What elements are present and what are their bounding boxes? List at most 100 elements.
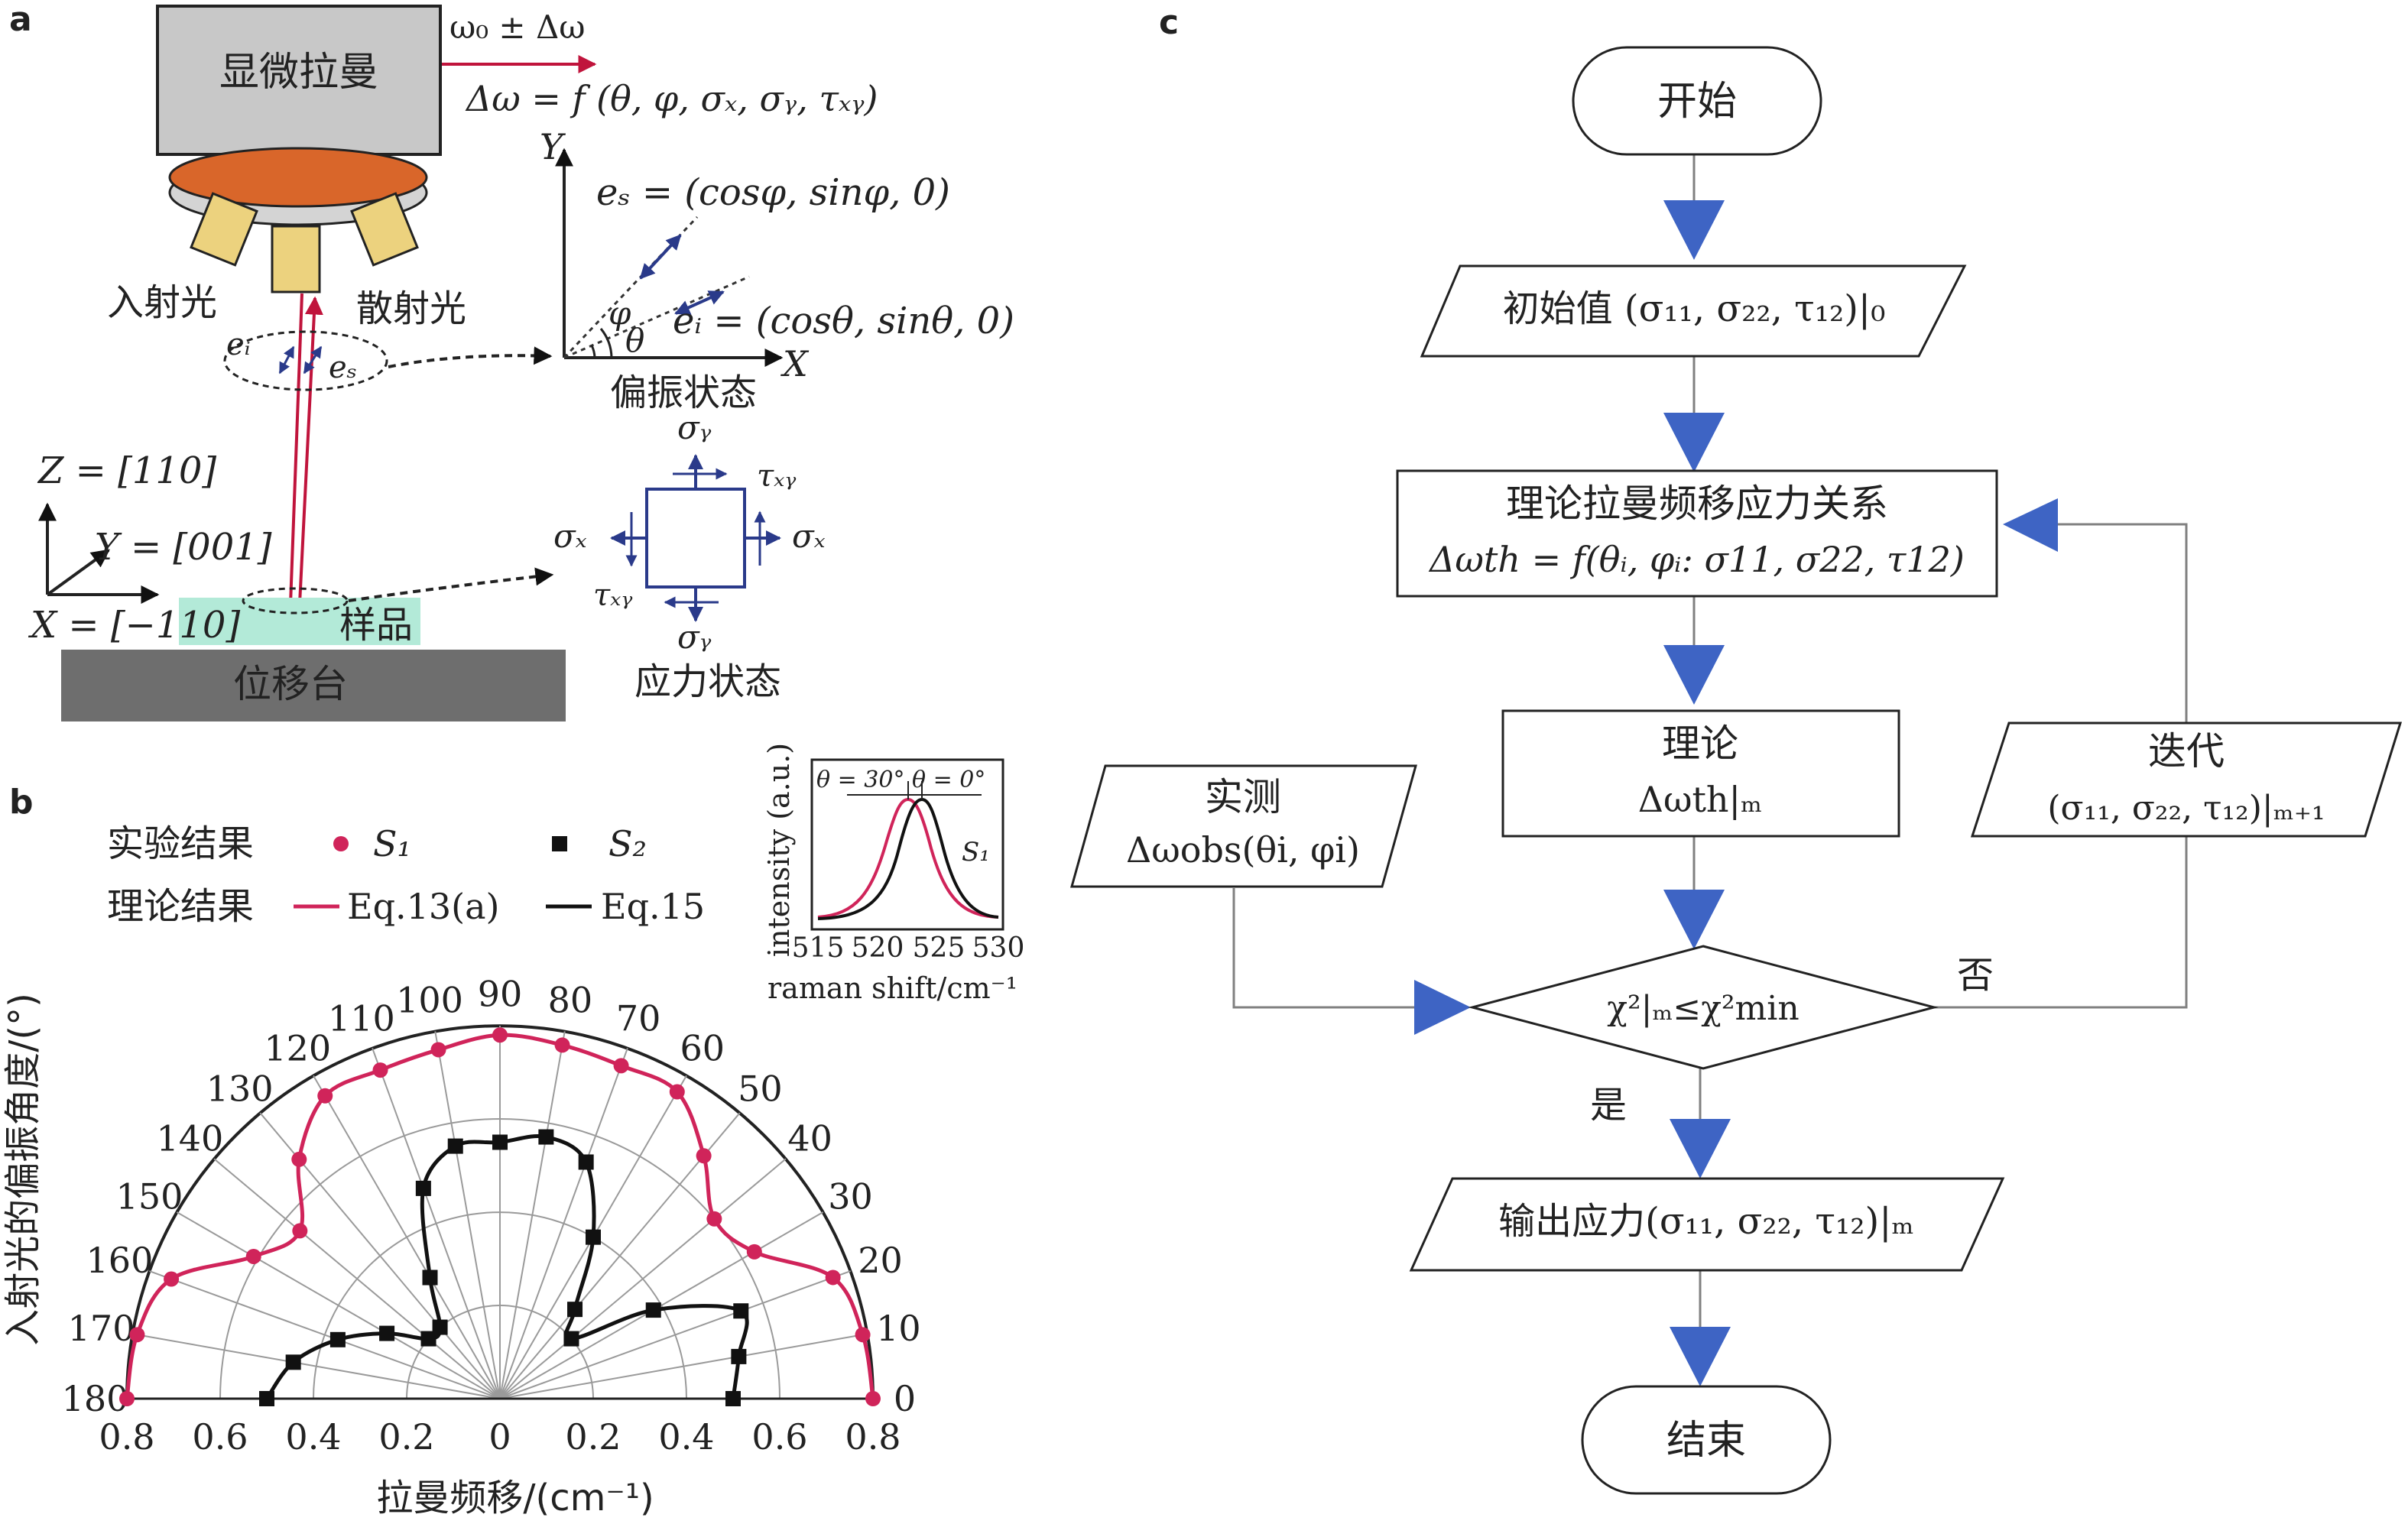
polar-angle-label-110: 110 (328, 997, 395, 1039)
series-1-point (372, 1062, 388, 1078)
flow-theory-title: 理论 (1662, 721, 1738, 766)
series-2-point (379, 1325, 395, 1341)
polar-angle-label-50: 50 (738, 1068, 783, 1109)
polar-ylabel: 入射光的偏振角度/(°) (2, 993, 44, 1346)
polar-radial-label-0: 0.8 (99, 1416, 154, 1458)
flow-measured-title: 实测 (1205, 775, 1281, 819)
scattered-label: 散射光 (356, 287, 466, 330)
series-2-point (731, 1348, 747, 1364)
flow-measured-val: Δωobs(θi, φi) (1126, 829, 1360, 871)
flow-init (1420, 264, 1967, 358)
polar-angle-label-140: 140 (156, 1118, 223, 1159)
phi-label: φ (608, 294, 631, 332)
inset-tick-515: 515 (792, 932, 845, 964)
laser-right (350, 192, 419, 267)
polar-radial-label-2: 0.4 (285, 1416, 341, 1458)
polar-spoke-110 (372, 1048, 501, 1399)
series-2-point (447, 1138, 463, 1154)
series-2-point (645, 1302, 661, 1318)
focus-ellipse (242, 587, 349, 614)
freq-label: ω₀ ± Δω (449, 8, 586, 46)
polar-angle-label-120: 120 (264, 1027, 331, 1068)
inset-tick-530: 530 (972, 932, 1025, 964)
polar-spoke-30 (499, 1211, 824, 1399)
polar-angle-labels: 0102030405060708090100110120130140150160… (62, 974, 921, 1419)
flow-iterate-val: (σ₁₁, σ₂₂, τ₁₂)|ₘ₊₁ (2047, 789, 2325, 828)
flow-iterate (1970, 721, 2403, 838)
coord-y-axis (46, 549, 110, 596)
polar-angle-label-80: 80 (548, 980, 593, 1021)
ei-direction-line (563, 275, 750, 359)
series-1-point (825, 1269, 841, 1286)
polar-spoke-150 (176, 1211, 501, 1399)
polar-angle-label-10: 10 (876, 1308, 921, 1349)
sample-label: 样品 (339, 604, 413, 647)
objective-ring-top (168, 147, 428, 208)
polar-spoke-160 (149, 1270, 501, 1399)
series-1-point (292, 1223, 308, 1239)
sample-highlight (179, 598, 420, 645)
panel-c: c 开始 初始值 (σ₁₁, σ₂₂, (1070, 3, 2403, 1495)
series-1-point (119, 1391, 135, 1406)
es-arrow-small (303, 345, 323, 375)
laser-center (271, 225, 321, 293)
dashed-link-lower (348, 567, 554, 602)
polar-angle-label-30: 30 (828, 1175, 873, 1217)
legend-s2-marker (552, 836, 567, 851)
ei-vector (674, 290, 725, 315)
polar-angle-label-20: 20 (858, 1240, 903, 1281)
flow-output-label: 输出应力(σ₁₁, σ₂₂, τ₁₂)|ₘ (1498, 1200, 1914, 1243)
inset-chart: θ = 30° θ = 0° S₁ 515 520 525 530 raman … (762, 743, 1024, 1005)
flow-theory (1501, 709, 1900, 838)
tau-xy-bottom: τₓᵧ (593, 578, 632, 613)
flow-output (1409, 1177, 2005, 1272)
series-1-point (164, 1271, 180, 1287)
flow-theory-val: Δωth|ₘ (1638, 779, 1763, 820)
ei-equation: eᵢ = (cosθ, sinθ, 0) (673, 300, 1014, 342)
flow-start-label: 开始 (1657, 79, 1737, 125)
series-2-point (578, 1154, 594, 1170)
flow-no-label: 否 (1957, 954, 1994, 997)
stage-label: 位移台 (233, 662, 348, 706)
series-2-point (259, 1391, 274, 1406)
polar-xlabel: 拉曼频移/(cm⁻¹) (376, 1477, 654, 1519)
series-2-point (725, 1391, 741, 1406)
incident-beam (289, 293, 303, 605)
polar-spoke-120 (313, 1075, 501, 1399)
polar-spoke-100 (434, 1031, 501, 1399)
polar-radial-label-7: 0.6 (751, 1416, 807, 1458)
series-2-point (567, 1302, 583, 1318)
series-2-point (420, 1331, 436, 1347)
inset-tick-520: 520 (852, 932, 904, 964)
polar-spoke-80 (499, 1031, 566, 1399)
polar-radial-label-5: 0.2 (565, 1416, 621, 1458)
flow-relation (1396, 469, 1998, 598)
polar-spoke-70 (499, 1048, 628, 1399)
axis-y-label: Y (540, 126, 566, 167)
series-1-point (613, 1058, 629, 1074)
polar-angle-label-160: 160 (86, 1240, 154, 1281)
series-1-point (291, 1151, 307, 1167)
es-equation: eₛ = (cosφ, sinφ, 0) (596, 171, 950, 214)
polar-angle-label-0: 0 (894, 1378, 916, 1419)
legend-eq15: Eq.15 (601, 886, 705, 927)
legend-s2: S₂ (608, 823, 647, 864)
panel-label-a: a (9, 0, 32, 39)
legend-s1: S₁ (373, 823, 411, 864)
sigma-x-left: σₓ (553, 517, 587, 555)
polar-angle-label-90: 90 (478, 974, 523, 1015)
flow-measured (1070, 764, 1417, 888)
series-2-point (422, 1269, 438, 1286)
polarization-state-label: 偏振状态 (610, 371, 757, 414)
polar-spoke-140 (213, 1158, 501, 1399)
panel-label-b: b (9, 783, 34, 822)
polar-angle-label-70: 70 (616, 997, 661, 1039)
incident-label: 入射光 (107, 281, 217, 324)
es-small-label: eₛ (329, 350, 357, 385)
series-1-point (696, 1148, 712, 1164)
flow-relation-eq: Δωth = f(θᵢ, φᵢ: σ11, σ22, τ12) (1428, 539, 1965, 580)
series-2-point (285, 1354, 301, 1370)
series-1-point (492, 1027, 508, 1043)
series-2-point (492, 1134, 508, 1150)
